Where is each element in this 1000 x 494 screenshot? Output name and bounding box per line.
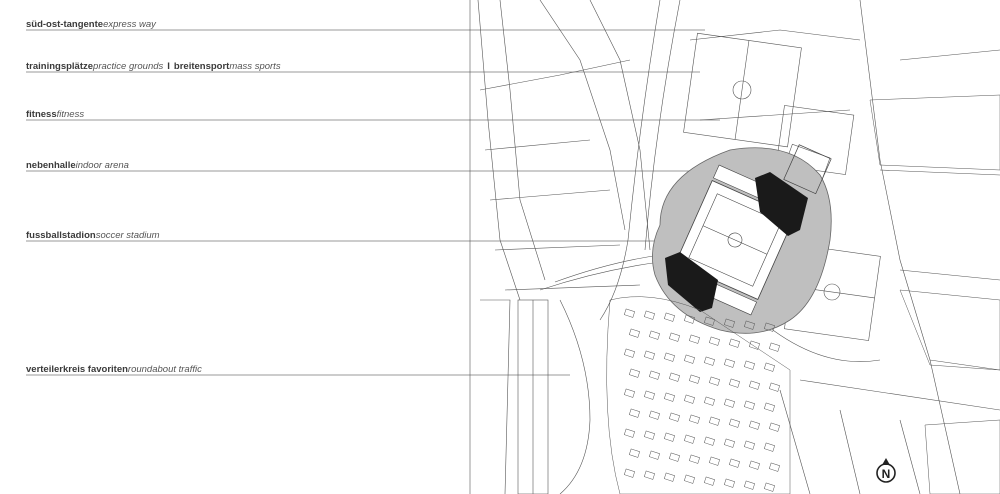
leader-lines	[26, 29, 770, 376]
house-parcel	[643, 430, 655, 440]
house-parcel	[643, 470, 655, 480]
house-parcel	[748, 380, 760, 390]
house-parcel	[628, 448, 640, 458]
house-parcel	[628, 408, 640, 418]
street-grid	[469, 0, 1000, 494]
house-parcel	[703, 436, 715, 446]
house-parcel	[703, 356, 715, 366]
house-parcel	[683, 434, 695, 444]
house-parcel	[728, 458, 740, 468]
house-parcel	[743, 320, 755, 330]
house-parcel	[628, 368, 640, 378]
house-parcel	[768, 462, 780, 472]
legend-roundabout-traffic: verteilerkreis favoritenroundabout traff…	[26, 364, 202, 375]
house-parcel	[663, 472, 675, 482]
indoor-arena	[783, 144, 832, 195]
house-parcel	[723, 318, 735, 328]
house-parcel	[768, 382, 780, 392]
house-parcel	[663, 312, 675, 322]
legend-soccer-stadium: fussballstadionsoccer stadium	[26, 230, 160, 241]
house-parcel	[708, 336, 720, 346]
house-parcel	[623, 468, 635, 478]
house-parcel	[708, 376, 720, 386]
house-parcel	[648, 370, 660, 380]
house-parcel	[703, 476, 715, 486]
house-parcel	[688, 334, 700, 344]
house-parcel	[703, 316, 715, 326]
house-parcel	[663, 352, 675, 362]
house-parcel	[763, 482, 775, 492]
house-parcel	[623, 348, 635, 358]
house-parcel	[743, 400, 755, 410]
house-parcel	[743, 440, 755, 450]
house-parcel	[723, 438, 735, 448]
house-parcel	[683, 354, 695, 364]
house-parcel	[748, 460, 760, 470]
house-parcel	[708, 416, 720, 426]
house-parcel	[768, 422, 780, 432]
house-parcel	[763, 362, 775, 372]
house-parcel	[623, 388, 635, 398]
house-parcel	[683, 474, 695, 484]
house-parcel	[688, 374, 700, 384]
north-arrow-letter: N	[882, 467, 891, 481]
house-parcel	[648, 330, 660, 340]
house-parcel	[623, 428, 635, 438]
legend-express-way: süd-ost-tangenteexpress way	[26, 19, 156, 30]
house-parcel	[728, 378, 740, 388]
house-parcel	[668, 372, 680, 382]
house-parcel	[728, 338, 740, 348]
house-parcel	[623, 308, 635, 318]
house-parcel	[748, 340, 760, 350]
legend-fitness: fitnessfitness	[26, 109, 85, 120]
house-parcel	[708, 456, 720, 466]
house-parcel	[663, 432, 675, 442]
house-parcel	[648, 410, 660, 420]
house-parcel	[668, 452, 680, 462]
house-parcel	[643, 350, 655, 360]
house-parcel	[763, 442, 775, 452]
house-parcel	[668, 332, 680, 342]
house-parcel	[723, 478, 735, 488]
legend-indoor-arena: nebenhalleindoor arena	[26, 160, 129, 171]
house-parcel	[703, 396, 715, 406]
house-parcel	[723, 398, 735, 408]
house-parcel	[728, 418, 740, 428]
house-parcel	[723, 358, 735, 368]
north-arrow: N	[876, 458, 896, 483]
house-parcel	[688, 454, 700, 464]
house-parcel	[663, 392, 675, 402]
house-parcel	[648, 450, 660, 460]
house-parcel	[643, 390, 655, 400]
house-parcel	[683, 314, 695, 324]
house-parcel	[668, 412, 680, 422]
house-parcel	[683, 394, 695, 404]
house-parcel	[688, 414, 700, 424]
house-parcel	[768, 342, 780, 352]
house-parcel	[628, 328, 640, 338]
house-parcel	[743, 480, 755, 490]
house-parcel	[763, 322, 775, 332]
house-parcel	[643, 310, 655, 320]
house-parcel	[743, 360, 755, 370]
house-parcel	[763, 402, 775, 412]
stadium-stands	[665, 172, 808, 312]
house-parcel	[748, 420, 760, 430]
soccer-stadium	[652, 144, 832, 334]
